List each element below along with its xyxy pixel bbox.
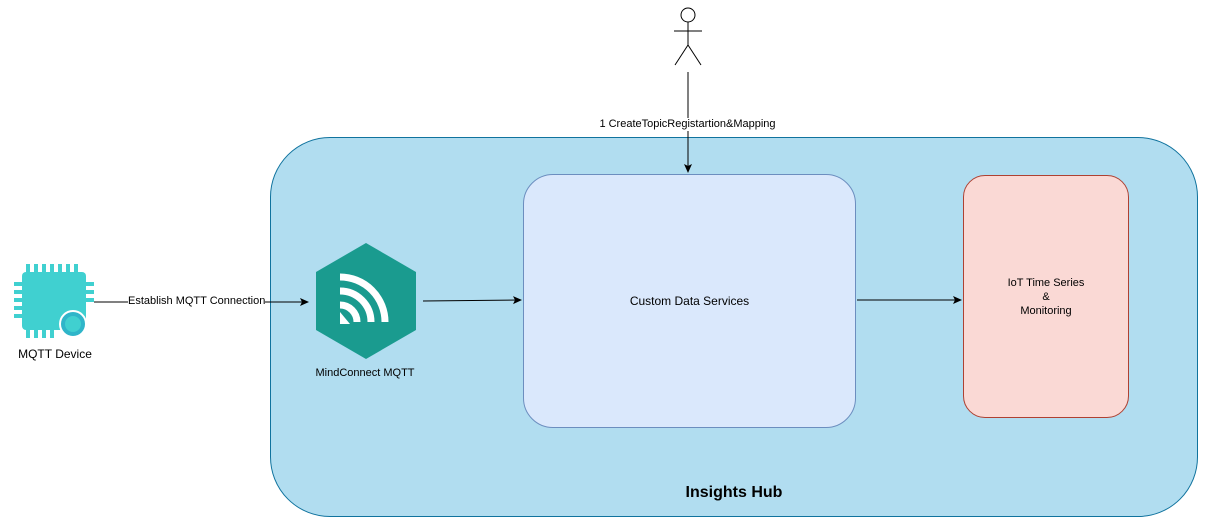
edge-mindconnect-to-cds: [422, 296, 522, 305]
iot-label-line2: &: [1042, 290, 1050, 303]
iot-label-line1: IoT Time Series: [1007, 276, 1085, 289]
edge-label-establish-connection: Establish MQTT Connection: [128, 295, 266, 308]
mindconnect-mqtt-label: MindConnect MQTT: [315, 367, 415, 379]
mqtt-signal-icon[interactable]: [316, 243, 416, 359]
iot-time-series-box[interactable]: IoT Time Series & Monitoring: [963, 175, 1129, 418]
insights-hub-label: Insights Hub: [685, 484, 783, 501]
chip-icon[interactable]: [14, 264, 94, 338]
mqtt-device-label: MQTT Device: [18, 347, 92, 361]
custom-data-services-box[interactable]: Custom Data Services: [523, 174, 856, 428]
iot-label-line3: Monitoring: [1020, 304, 1072, 317]
user-actor-icon[interactable]: [674, 7, 702, 66]
custom-data-services-label: Custom Data Services: [629, 294, 750, 308]
edge-label-create-topic-registration: 1 CreateTopicRegistartion&Mapping: [580, 118, 795, 131]
